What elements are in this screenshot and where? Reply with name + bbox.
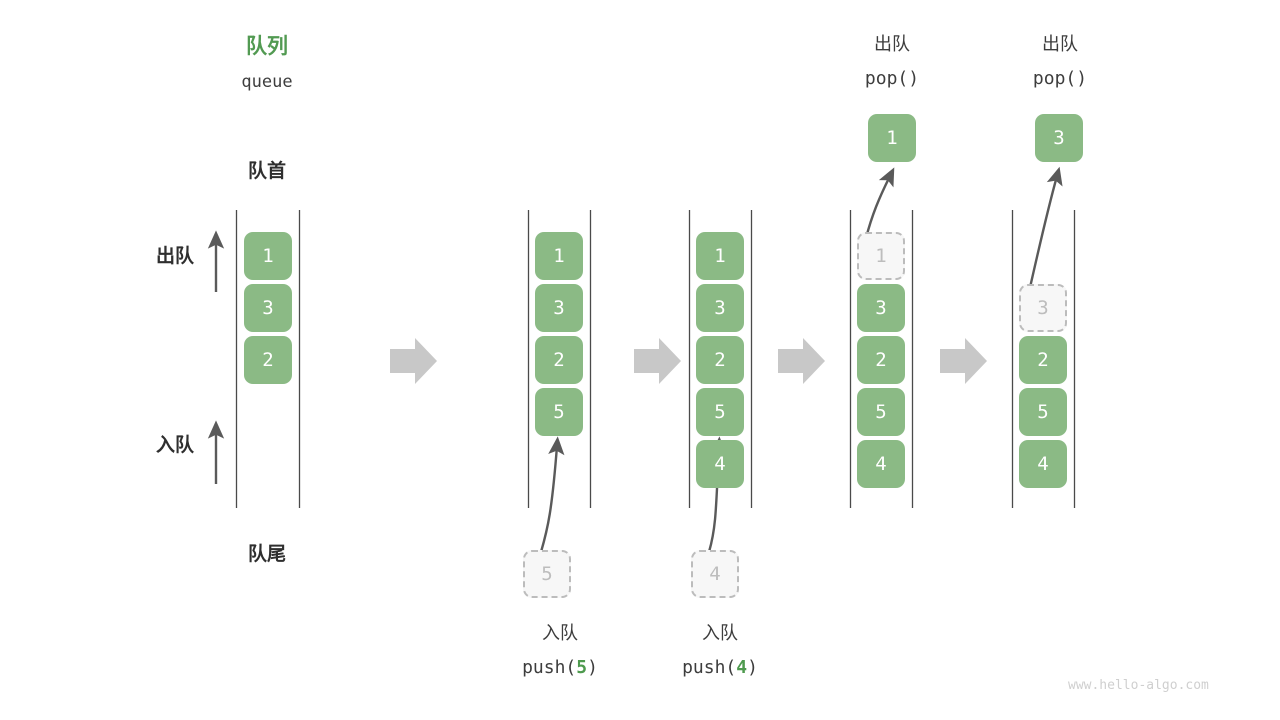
step-arrow-4 <box>940 338 987 384</box>
pop-caption-cn-col5: 出队 <box>1042 34 1078 54</box>
queue-cell: 2 <box>857 336 905 384</box>
page-title-cn: 队列 <box>246 35 288 58</box>
incoming-ghost-cell: 5 <box>523 550 571 598</box>
code-prefix: pop( <box>1032 68 1077 89</box>
popped-cell: 1 <box>868 114 916 162</box>
queue-cell: 5 <box>857 388 905 436</box>
enqueue-label: 入队 <box>155 435 194 456</box>
step-arrow-1 <box>390 338 437 384</box>
queue-cell: 4 <box>696 440 744 488</box>
code-prefix: push( <box>522 657 577 678</box>
dequeued-ghost-cell: 3 <box>1019 284 1067 332</box>
queue-cell: 3 <box>857 284 905 332</box>
dequeue-label: 出队 <box>155 246 194 267</box>
code-number: 4 <box>736 657 748 678</box>
queue-cell: 2 <box>244 336 292 384</box>
queue-cell: 3 <box>696 284 744 332</box>
queue-cell: 4 <box>857 440 905 488</box>
push-caption-cn-col2: 入队 <box>542 623 578 643</box>
push-caption-code-col2: push(5) <box>495 657 625 680</box>
push-caption-code-col3: push(4) <box>655 657 785 680</box>
code-number: 5 <box>576 657 588 678</box>
code-suffix: ) <box>908 68 920 89</box>
queue-cell: 1 <box>696 232 744 280</box>
incoming-ghost-cell: 4 <box>691 550 739 598</box>
queue-cell: 5 <box>535 388 583 436</box>
front-label: 队首 <box>247 161 286 182</box>
step-arrow-3 <box>778 338 825 384</box>
queue-cell: 1 <box>535 232 583 280</box>
popped-cell: 3 <box>1035 114 1083 162</box>
queue-cell: 2 <box>535 336 583 384</box>
queue-cell: 5 <box>696 388 744 436</box>
queue-cell: 3 <box>535 284 583 332</box>
pop-arrow-col5 <box>1027 166 1063 293</box>
code-suffix: ) <box>747 657 758 678</box>
code-suffix: ) <box>1076 68 1088 89</box>
code-prefix: pop( <box>864 68 909 89</box>
push-caption-cn-col3: 入队 <box>702 623 738 643</box>
queue-cell: 2 <box>1019 336 1067 384</box>
pop-caption-code-col4: pop() <box>827 68 957 91</box>
step-arrow-2 <box>634 338 681 384</box>
pop-caption-code-col5: pop() <box>995 68 1125 91</box>
code-prefix: push( <box>682 657 737 678</box>
queue-cell: 1 <box>244 232 292 280</box>
push-arrow-col2 <box>539 436 565 553</box>
dequeued-ghost-cell: 1 <box>857 232 905 280</box>
watermark: www.hello-algo.com <box>1068 678 1209 693</box>
queue-cell: 3 <box>244 284 292 332</box>
queue-cell: 5 <box>1019 388 1067 436</box>
pop-arrow-col4 <box>864 167 895 239</box>
pop-caption-cn-col4: 出队 <box>874 34 910 54</box>
queue-cell: 4 <box>1019 440 1067 488</box>
queue-cell: 2 <box>696 336 744 384</box>
rear-label: 队尾 <box>247 544 286 565</box>
page-title-en: queue <box>241 72 293 92</box>
code-suffix: ) <box>587 657 598 678</box>
